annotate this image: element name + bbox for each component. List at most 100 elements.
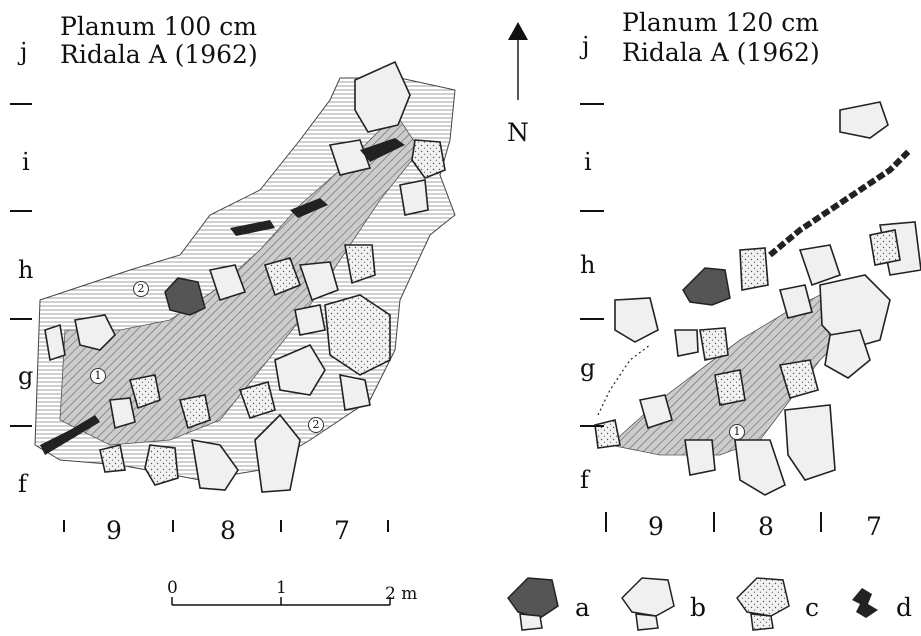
- col-divider: [280, 520, 282, 532]
- col-divider: [172, 520, 174, 532]
- stone: [614, 297, 659, 343]
- left-row-label: g: [18, 362, 34, 390]
- stone: [44, 323, 66, 362]
- col-divider: [63, 520, 65, 532]
- legend-symbols: [507, 577, 878, 631]
- right-row-label: g: [580, 354, 596, 382]
- right-plan-map: [594, 101, 921, 496]
- dark-stone-a: [682, 267, 731, 306]
- stone: [328, 139, 372, 176]
- left-title-line1: Planum 100 cm: [60, 12, 257, 41]
- stone: [784, 404, 836, 481]
- stone: [714, 369, 746, 406]
- zone-label: 1: [729, 424, 745, 440]
- right-col-label: 9: [648, 512, 664, 541]
- dotted-boundary: [597, 344, 651, 416]
- dark-stone-a: [164, 277, 206, 316]
- col-divider: [605, 512, 607, 532]
- stone: [238, 381, 276, 419]
- zone-label: 2: [308, 417, 324, 433]
- left-row-label: h: [18, 256, 34, 284]
- right-col-label: 8: [758, 512, 774, 541]
- stone: [778, 284, 813, 319]
- left-title-line2: Ridala A (1962): [60, 40, 258, 69]
- stone: [208, 264, 247, 302]
- left-col-label: 8: [220, 516, 236, 545]
- stone: [74, 314, 116, 351]
- stone: [324, 294, 391, 376]
- row-divider: [580, 425, 604, 427]
- col-divider: [820, 512, 822, 532]
- left-row-label: j: [20, 38, 28, 66]
- stone: [399, 179, 429, 216]
- stone: [144, 444, 179, 486]
- stone: [594, 419, 621, 449]
- stone: [99, 444, 126, 473]
- charcoal-patch: [230, 220, 275, 236]
- stone: [638, 394, 673, 430]
- zone-label: 1: [90, 368, 106, 384]
- row-divider: [580, 318, 604, 320]
- right-row-label: i: [584, 148, 592, 176]
- row-divider: [580, 210, 604, 212]
- right-row-label: f: [580, 466, 589, 494]
- row-divider: [10, 210, 32, 212]
- charcoal-patch: [290, 198, 328, 218]
- stone: [298, 261, 339, 302]
- north-label: N: [507, 118, 529, 147]
- charcoal-patch: [360, 138, 405, 162]
- stone: [819, 274, 891, 351]
- stone: [344, 244, 376, 285]
- scale-bar-shape: [171, 597, 391, 606]
- legend-symbol-d: [852, 588, 878, 618]
- row-divider: [10, 425, 32, 427]
- col-divider: [713, 512, 715, 532]
- right-col-label: 7: [866, 512, 882, 541]
- stone: [274, 343, 326, 396]
- stone: [178, 394, 211, 430]
- stone: [778, 359, 819, 399]
- row-divider: [580, 103, 604, 105]
- stone: [354, 60, 411, 133]
- zone-label: 2: [133, 281, 149, 297]
- left-col-label: 7: [334, 516, 350, 545]
- left-plan-map: [34, 60, 456, 493]
- left-col-label: 9: [106, 516, 122, 545]
- stone: [674, 329, 699, 357]
- charcoal-patch: [40, 415, 100, 455]
- north-arrow-shape: [508, 22, 528, 100]
- scale-tick-label: 2 m: [385, 584, 418, 604]
- stone: [699, 327, 729, 361]
- stone: [128, 374, 161, 410]
- stone: [684, 439, 716, 476]
- row-divider: [10, 103, 32, 105]
- legend-symbol-c-sub: [750, 613, 774, 631]
- stone: [339, 373, 371, 411]
- right-title-line1: Planum 120 cm: [622, 8, 819, 37]
- stone: [869, 229, 901, 266]
- stone: [254, 413, 301, 493]
- right-title-line2: Ridala A (1962): [622, 38, 820, 67]
- left-row-label: i: [22, 148, 30, 176]
- stone: [191, 439, 239, 491]
- legend-symbol-c: [736, 577, 790, 617]
- legend-label-d: d: [896, 593, 913, 622]
- stone: [839, 101, 889, 139]
- stone: [798, 244, 842, 287]
- stone: [294, 304, 326, 336]
- stone: [734, 439, 786, 496]
- scale-tick-label: 1: [276, 578, 287, 598]
- legend-label-b: b: [690, 593, 707, 622]
- scale-tick-label: 0: [167, 578, 178, 598]
- legend-symbol-a-sub: [519, 613, 543, 631]
- stone: [824, 329, 871, 379]
- stone: [263, 257, 302, 297]
- legend-symbol-b-sub: [635, 613, 659, 631]
- legend-symbol-b: [621, 577, 675, 617]
- row-divider: [10, 318, 32, 320]
- legend-label-c: c: [805, 593, 820, 622]
- right-row-label: j: [582, 32, 590, 60]
- right-row-label: h: [580, 251, 596, 279]
